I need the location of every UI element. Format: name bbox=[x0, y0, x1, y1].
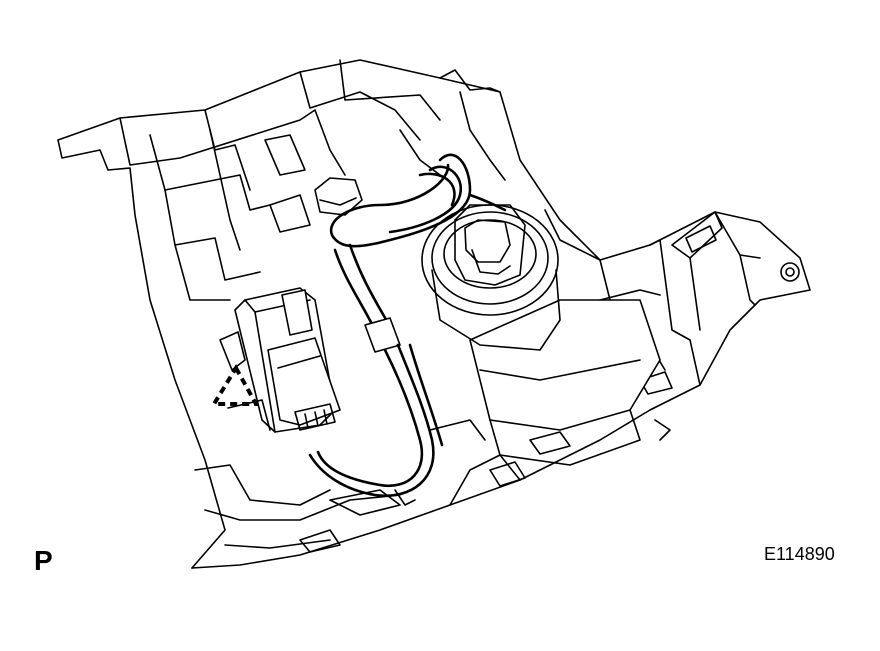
console-bracket-frame bbox=[57, 59, 811, 569]
figure-code-label: E114890 bbox=[764, 544, 835, 564]
view-letter-label: P bbox=[34, 545, 53, 576]
wire-harness bbox=[308, 153, 507, 506]
connector bbox=[210, 287, 341, 433]
cylinder-assembly bbox=[314, 177, 661, 466]
